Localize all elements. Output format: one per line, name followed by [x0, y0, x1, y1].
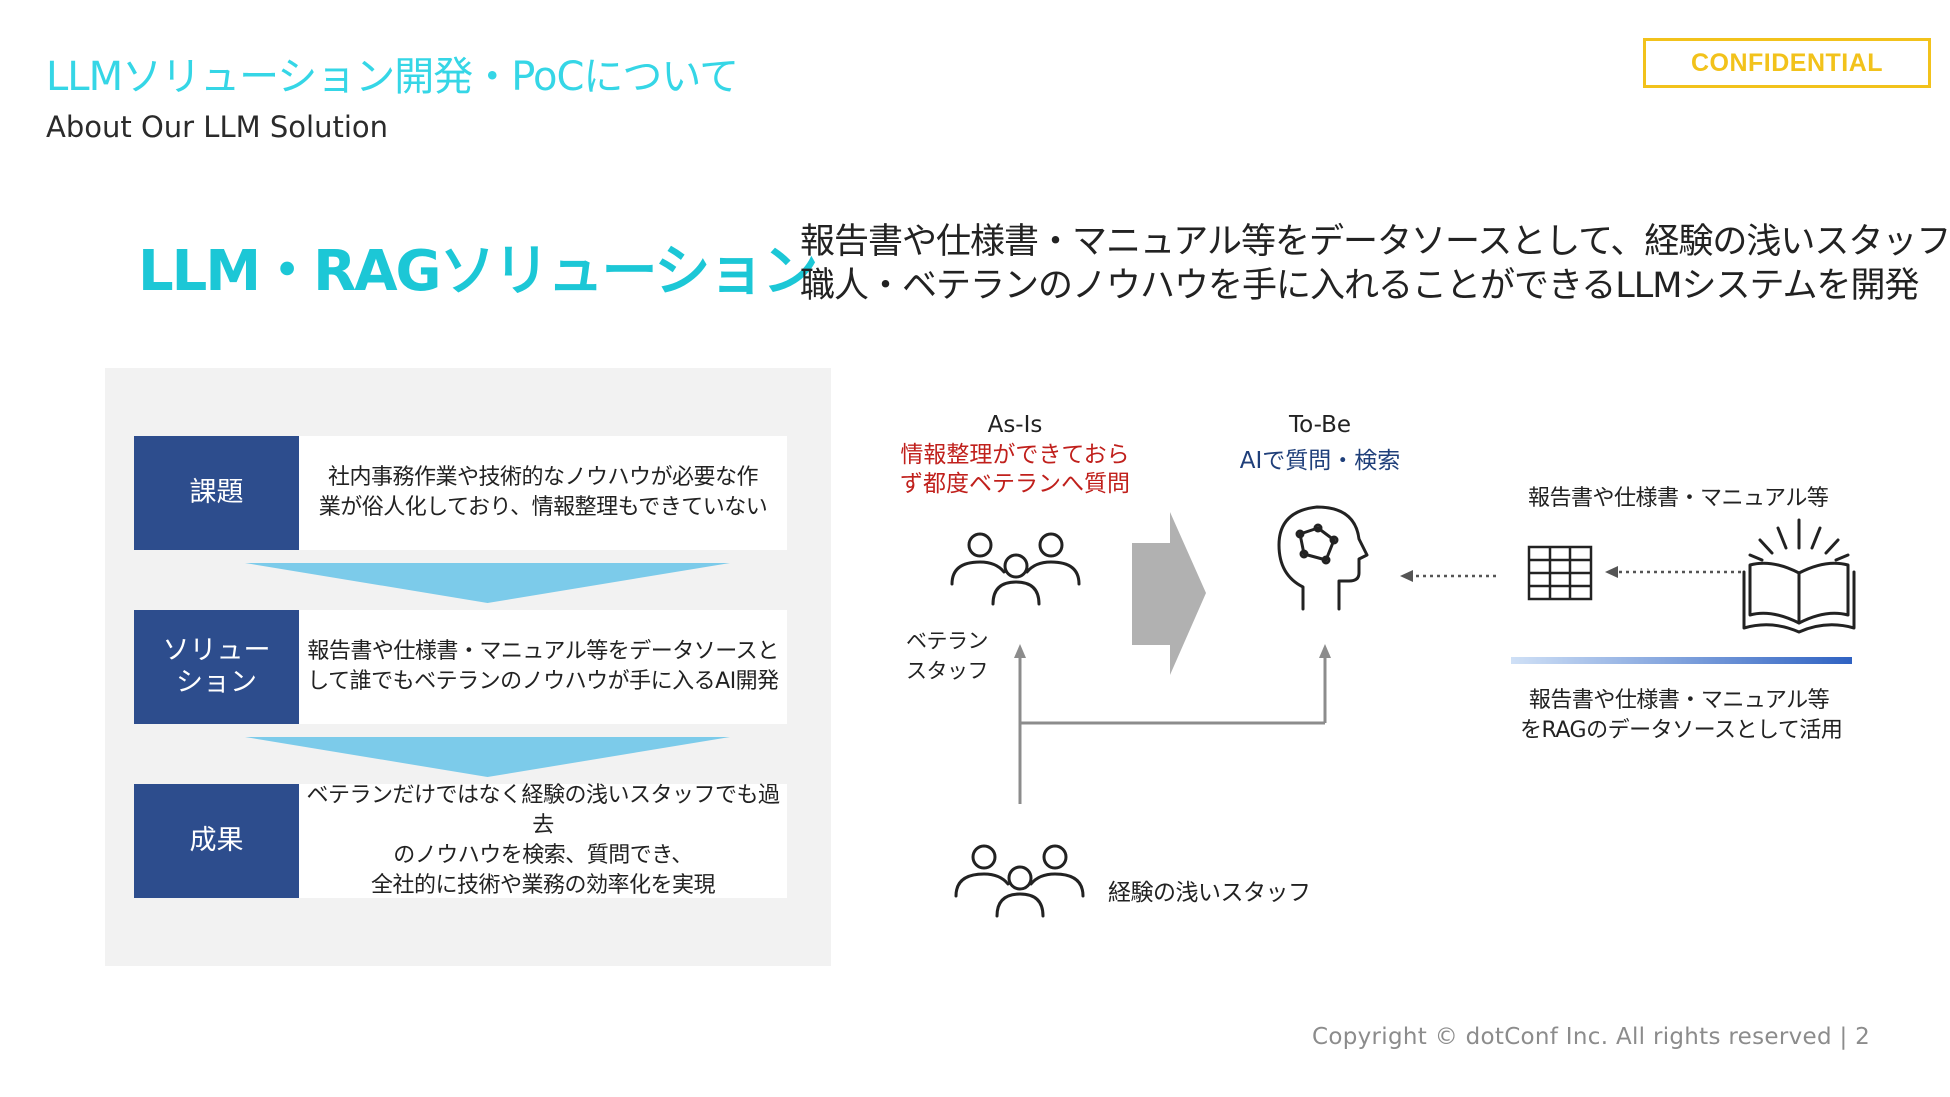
- asis-note-line-2: ず都度ベテランへ質問: [900, 471, 1130, 497]
- section-title: LLM・RAGソリューション: [138, 239, 818, 304]
- page-title: LLMソリューション開発・PoCについて: [46, 54, 739, 100]
- flow-panel: 課題 社内事務作業や技術的なノウハウが必要な作 業が俗人化しており、情報整理もで…: [105, 368, 831, 966]
- flow-text-result: ベテランだけではなく経験の浅いスタッフでも過去 のノウハウを検索、質問でき、 全…: [299, 783, 787, 898]
- table-icon: [1527, 545, 1593, 601]
- flow-arrow-1: [245, 563, 730, 603]
- lead-text: 報告書や仕様書・マニュアル等をデータソースとして、経験の浅いスタッフでも 職人・…: [800, 220, 1950, 308]
- flow-label-issue: 課題: [134, 436, 299, 550]
- asis-title: As-Is: [987, 412, 1043, 438]
- docs-bottom-line-2: をRAGのデータソースとして活用: [1520, 718, 1843, 743]
- ai-head-icon: [1277, 505, 1369, 611]
- asis-note-line-1: 情報整理ができておら: [900, 442, 1130, 468]
- flow-text-solution: 報告書や仕様書・マニュアル等をデータソースと して誰でもベテランのノウハウが手に…: [299, 610, 787, 724]
- asis-note: 情報整理ができておら ず都度ベテランへ質問: [895, 441, 1135, 499]
- flow-row-solution: ソリュー ション 報告書や仕様書・マニュアル等をデータソースと して誰でもベテラ…: [134, 610, 787, 724]
- junior-label: 経験の浅いスタッフ: [1108, 880, 1311, 906]
- flow-label-solution: ソリュー ション: [134, 610, 299, 724]
- docs-gradient-bar: [1511, 657, 1852, 664]
- connector-arrowhead-1: [1014, 644, 1026, 658]
- footer-copyright: Copyright © dotConf Inc. All rights rese…: [1312, 1024, 1871, 1050]
- lead-line-1: 報告書や仕様書・マニュアル等をデータソースとして、経験の浅いスタッフでも: [800, 222, 1950, 262]
- docs-bottom-label: 報告書や仕様書・マニュアル等 をRAGのデータソースとして活用: [1520, 686, 1843, 746]
- flow-row-result: 成果 ベテランだけではなく経験の浅いスタッフでも過去 のノウハウを検索、質問でき…: [134, 783, 787, 898]
- docs-top-label: 報告書や仕様書・マニュアル等: [1528, 486, 1829, 511]
- lead-line-2: 職人・ベテランのノウハウを手に入れることができるLLMシステムを開発: [800, 266, 1919, 306]
- connector-lines: [1018, 655, 1327, 804]
- people-icon: [954, 844, 1085, 918]
- tobe-title: To-Be: [1288, 412, 1352, 438]
- veteran-label-line-2: スタッフ: [906, 659, 989, 683]
- docs-bottom-line-1: 報告書や仕様書・マニュアル等: [1528, 688, 1830, 713]
- tobe-note: AIで質問・検索: [1239, 448, 1401, 474]
- confidential-badge: CONFIDENTIAL: [1643, 38, 1931, 88]
- flow-text-issue: 社内事務作業や技術的なノウハウが必要な作 業が俗人化しており、情報整理もできてい…: [299, 436, 787, 550]
- connector-arrowhead-2: [1319, 644, 1331, 658]
- veteran-label-line-1: ベテラン: [906, 629, 989, 653]
- page-subtitle: About Our LLM Solution: [46, 110, 388, 144]
- flow-row-issue: 課題 社内事務作業や技術的なノウハウが必要な作 業が俗人化しており、情報整理もで…: [134, 436, 787, 550]
- open-book-icon: [1742, 518, 1856, 634]
- transition-arrow: [1132, 512, 1206, 675]
- veteran-label: ベテラン スタッフ: [906, 626, 989, 686]
- people-icon: [950, 532, 1081, 606]
- flow-arrow-2: [245, 737, 730, 777]
- flow-label-result: 成果: [134, 784, 299, 898]
